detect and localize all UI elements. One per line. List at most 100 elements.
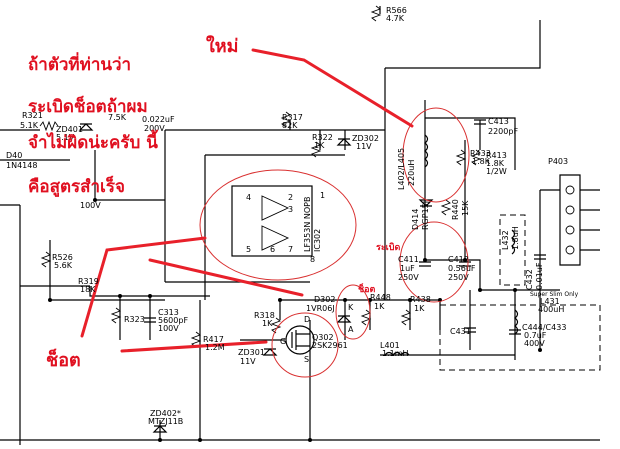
label-c412-val: 0.56uF — [448, 264, 476, 273]
note-line-3: จำไม่ผิดน่ะครับ นี้ — [28, 129, 158, 153]
resistor-r566 — [370, 5, 382, 22]
label-r317: R317 — [282, 113, 303, 122]
label-r319: R319 — [78, 277, 99, 286]
label-r417: R417 — [203, 335, 224, 344]
label-l402-val: 220uH — [407, 160, 416, 186]
opamp-b — [261, 225, 290, 251]
resistor-r321 — [39, 120, 59, 132]
label-l401: L401 — [380, 341, 400, 350]
label-r323: R323 — [124, 315, 145, 324]
label-l432: L432 — [501, 230, 510, 250]
label-q302: Q302 — [312, 333, 334, 342]
pin-a: A — [348, 325, 354, 334]
label-zd402: ZD402* — [150, 409, 181, 418]
pointer-short-ic — [80, 236, 207, 338]
label-r319-val: 18K — [80, 285, 96, 294]
inductor-l402 — [424, 134, 429, 168]
label-c413: C413 — [488, 117, 509, 126]
ic302-body — [231, 185, 313, 257]
label-r413-val: 1.8K — [486, 159, 505, 168]
component-labels: R566 4.7K R321 5.1K ZD401 5.1V 7.5K 0.02… — [6, 6, 579, 426]
label-p403: P403 — [548, 157, 568, 166]
pin-8: 8 — [310, 255, 315, 264]
pin-6: 6 — [270, 245, 275, 254]
label-r417-val: 1.2M — [205, 343, 225, 352]
label-c411-v: 250V — [398, 273, 419, 282]
thai-annotations: ถ้าตัวที่ท่านว่า ระเบิดช็อตถ้าผม จำไม่ผิ… — [28, 35, 400, 371]
label-r321-val: 5.1K — [20, 121, 39, 130]
label-r433-val: 1.8K — [472, 157, 491, 166]
label-r438-val: 1K — [414, 304, 425, 313]
label-d302: D302 — [314, 295, 335, 304]
label-r413-p: 1/2W — [486, 167, 507, 176]
wiring — [0, 6, 601, 445]
resistor-r448 — [360, 309, 372, 326]
inductor-l401 — [384, 351, 410, 356]
ellipse-d302 — [335, 284, 371, 340]
pin-5: 5 — [246, 245, 251, 254]
resistor-r323 — [110, 307, 122, 324]
pointer-short-mosfet — [120, 340, 268, 353]
red-pointer-lines — [80, 48, 414, 353]
capacitor-c413 — [474, 119, 486, 125]
label-r440-val: 15K — [461, 200, 470, 216]
label-super-slim: Super Slim Only — [530, 291, 579, 298]
label-r322: R322 — [312, 133, 333, 142]
inductor-l431 — [514, 309, 519, 335]
zener-zd302 — [336, 138, 352, 146]
label-r526: R526 — [52, 253, 73, 262]
resistor-r440 — [440, 199, 452, 216]
label-r318: R318 — [254, 311, 275, 320]
pin-d: D — [304, 315, 310, 324]
capacitor-c431 — [464, 327, 476, 333]
label-r526-val: 5.6K — [54, 261, 73, 270]
label-d414-val: RGP15J — [421, 201, 430, 230]
label-c313-v: 100V — [158, 324, 179, 333]
label-zd302-val: 11V — [356, 142, 372, 151]
mosfet-q302-channel — [291, 330, 310, 350]
pin-g: G — [280, 337, 286, 346]
resistor-r417 — [190, 331, 202, 348]
label-r566-val: 4.7K — [386, 14, 405, 23]
label-r318-val: 1K — [262, 319, 273, 328]
label-c-left-v: 100V — [80, 201, 101, 210]
resistor-r433 — [455, 149, 467, 166]
label-zd302: ZD302 — [352, 134, 379, 143]
note-line-2: ระเบิดช็อตถ้าผม — [28, 94, 148, 117]
opamp-a — [261, 195, 290, 221]
pin-s: S — [304, 355, 309, 364]
component-symbols — [39, 5, 575, 442]
label-c412: C412 — [448, 255, 469, 264]
highlight-ellipses — [199, 107, 470, 378]
pin-1: 1 — [320, 191, 325, 200]
label-d40-val: 1N4148 — [6, 161, 37, 170]
ellipse-l402 — [402, 107, 470, 203]
label-c-top-v: 200V — [144, 124, 165, 133]
label-zd401: ZD401 — [56, 125, 83, 134]
label-zd301: ZD301 — [238, 348, 265, 357]
note-line-1: ถ้าตัวที่ท่านว่า — [28, 52, 131, 75]
resistor-r322 — [310, 141, 322, 158]
label-l432-val: 1.8uH — [511, 226, 520, 250]
ellipse-q302 — [271, 312, 339, 378]
label-c313-val: 5600pF — [158, 316, 188, 325]
label-r438: R438 — [410, 295, 431, 304]
note-short-small: ช็อต — [358, 282, 376, 295]
pin-2: 2 — [288, 193, 293, 202]
label-c444-v: 400V — [524, 339, 545, 348]
pin-4: 4 — [246, 193, 251, 202]
label-c444-val: 0.7uF — [524, 331, 547, 340]
label-d40: D40 — [6, 151, 22, 160]
label-r322-val: 1K — [314, 141, 325, 150]
label-r413: R413 — [486, 151, 507, 160]
label-l431: L431 — [540, 297, 560, 306]
ellipse-c411 — [399, 221, 469, 303]
label-ic302-part: LF353N NOPB — [303, 197, 312, 252]
ellipse-ic302 — [199, 169, 357, 281]
resistor-r438 — [400, 309, 412, 326]
note-burst: ระเบิด — [376, 242, 400, 253]
label-r433: R433 — [470, 149, 491, 158]
pin-7: 7 — [288, 245, 293, 254]
pointer-new — [251, 48, 414, 128]
